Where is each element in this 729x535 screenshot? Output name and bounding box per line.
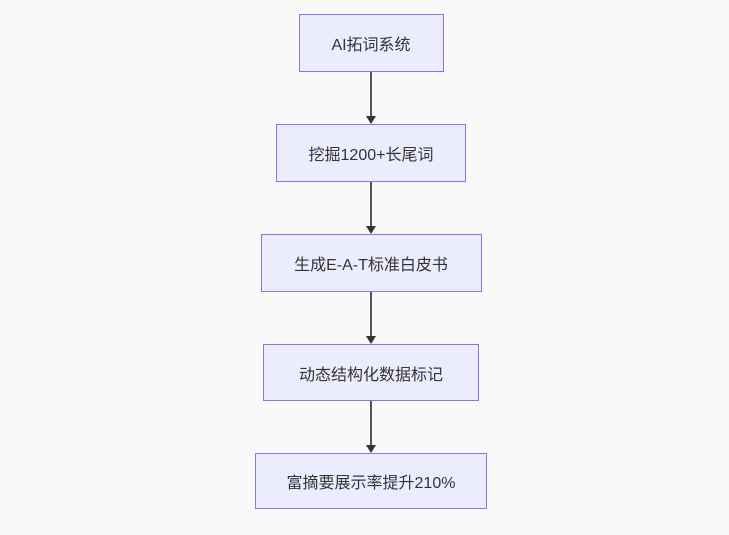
arrow-head-icon [366,226,376,234]
arrow-head-icon [366,336,376,344]
arrow-head-icon [366,116,376,124]
arrow-down-icon [366,292,376,344]
flow-node-step-5: 富摘要展示率提升210% [255,453,487,509]
flow-node-label: 挖掘1200+长尾词 [308,147,434,164]
flow-node-label: 动态结构化数据标记 [298,366,443,384]
flow-node-step-2: 挖掘1200+长尾词 [276,124,466,182]
arrow-line [370,401,372,445]
flow-node-label: AI拓词系统 [331,37,411,54]
flow-node-step-4: 动态结构化数据标记 [263,344,479,401]
arrow-line [370,292,372,336]
flow-node-step-1: AI拓词系统 [298,14,444,72]
flowchart: AI拓词系统 挖掘1200+长尾词 生成E-A-T标准白皮书 动态结构化数据标记 [255,14,487,509]
arrow-head-icon [366,445,376,453]
arrow-down-icon [366,182,376,234]
arrow-line [370,72,372,116]
arrow-down-icon [366,401,376,453]
arrow-down-icon [366,72,376,124]
flow-node-label: 生成E-A-T标准白皮书 [294,257,448,274]
flow-node-label: 富摘要展示率提升210% [286,475,456,492]
flow-node-step-3: 生成E-A-T标准白皮书 [260,234,482,292]
arrow-line [370,182,372,226]
